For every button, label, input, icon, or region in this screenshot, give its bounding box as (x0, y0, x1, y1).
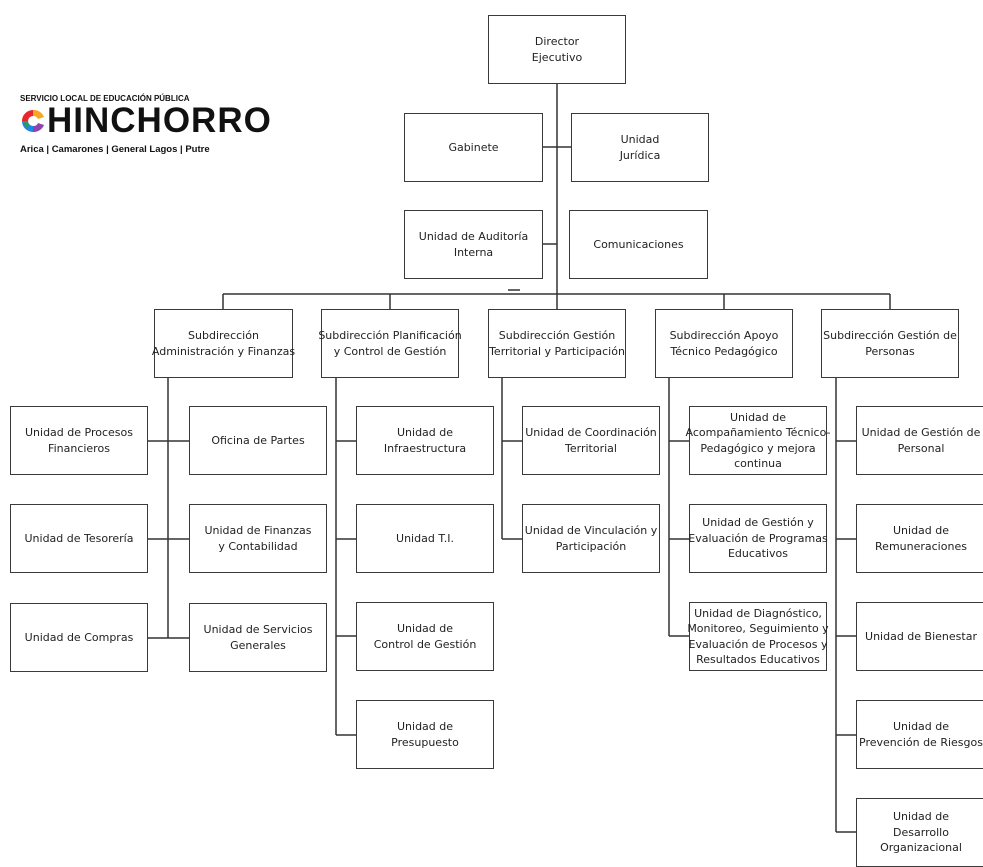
unidad-diagnostico-monitoreo-box: Unidad de Diagnóstico, Monitoreo, Seguimi… (687, 602, 829, 671)
box-label-line: Remuneraciones (875, 539, 967, 553)
box-label-line: Monitoreo, Seguimiento y (687, 622, 829, 636)
box-label-line: Unidad de Gestión y (702, 516, 814, 530)
box-label-line: Personal (897, 441, 945, 455)
box-label-line: Territorial (565, 441, 617, 455)
box-label-line: Unidad de (729, 410, 787, 424)
box-label-line: Acompañamiento Técnico- (685, 426, 831, 440)
box-label-line: Director (534, 35, 580, 49)
box-label-line: Unidad de Finanzas (204, 524, 312, 538)
box-label-line: y Contabilidad (218, 539, 298, 553)
box-label-line: Presupuesto (391, 735, 459, 749)
box-label-line: Resultados Educativos (696, 652, 820, 666)
logo: SERVICIO LOCAL DE EDUCACIÓN PÚBLICA HINC… (20, 92, 320, 162)
unidad-bienestar-box: Unidad de Bienestar (856, 602, 983, 671)
box-label-line: Personas (865, 344, 915, 358)
box-label-line: y Control de Gestión (333, 344, 447, 358)
box-label-line: Educativos (727, 547, 789, 561)
logo-subtitle: Arica | Camarones | General Lagos | Putr… (20, 144, 210, 155)
box-label-line: Unidad de Compras (24, 630, 134, 644)
box-label-line: Unidad de (396, 720, 454, 734)
comunicaciones-box: Comunicaciones (569, 210, 708, 279)
box-label-line: Unidad de (892, 720, 950, 734)
box-label-line: Participación (555, 539, 627, 553)
logo-tagline: SERVICIO LOCAL DE EDUCACIÓN PÚBLICA (20, 94, 190, 103)
unidad-compras-box: Unidad de Compras (10, 603, 148, 672)
box-label-line: Unidad de Auditoría (418, 230, 529, 244)
box-label-line: Generales (230, 638, 286, 652)
box-label-line: Territorial y Participación (489, 344, 625, 358)
box-label-line: Prevención de Riesgos (859, 735, 983, 749)
box-label-line: Unidad T.I. (396, 531, 454, 545)
box-label-line: Ejecutivo (531, 50, 583, 64)
box-label-line: Jurídica (619, 148, 661, 162)
box-label-line: Unidad de Coordinación (525, 426, 657, 440)
box-label-line: Unidad de Diagnóstico, (694, 606, 822, 620)
box-label-line: Unidad (620, 133, 660, 147)
unidad-acompanamiento-tecnico-box: Unidad de Acompañamiento Técnico-Pedagógi… (686, 406, 830, 475)
box-label-line: Administración y Finanzas (151, 344, 296, 358)
box-label-line: Unidad de Vinculación y (524, 524, 658, 538)
logo-wordmark: HINCHORRO (47, 101, 272, 140)
gabinete-box: Gabinete (404, 113, 543, 182)
box-label-line: Comunicaciones (593, 237, 684, 251)
box-label-line: Interna (453, 245, 494, 259)
box-label-line: continua (734, 456, 782, 470)
multicolor-c-letter-icon (22, 109, 44, 133)
box-label-line: Subdirección Planificación (318, 329, 462, 343)
box-label-line: Infraestructura (383, 441, 467, 455)
box-label-line: Técnico Pedagógico (670, 344, 778, 358)
box-label-line: Subdirección Gestión (498, 329, 616, 343)
oficina-partes-box: Oficina de Partes (189, 406, 327, 475)
logo-brand: HINCHORRO (20, 101, 272, 140)
box-label-line: Subdirección Apoyo (669, 329, 779, 343)
box-label-line: Unidad de Servicios (203, 623, 313, 637)
unidad-tesoreria-box: Unidad de Tesorería (10, 504, 148, 573)
box-label-line: Unidad de (396, 622, 454, 636)
box-label-line: Unidad de Procesos (25, 426, 133, 440)
box-label-line: Financieros (48, 441, 110, 455)
box-label-line: Unidad de Tesorería (24, 531, 134, 545)
unidad-ti-box: Unidad T.I. (356, 504, 494, 573)
box-label-line: Evaluación de Procesos y (688, 637, 828, 651)
box-label-line: Pedagógico y mejora (700, 441, 816, 455)
box-label-line: Desarrollo (893, 825, 949, 839)
box-label-line: Subdirección Gestión de (823, 329, 957, 343)
box-label-line: Control de Gestión (373, 637, 477, 651)
box-label-line: Oficina de Partes (211, 433, 305, 447)
box-label-line: Organizacional (880, 841, 962, 855)
box-label-line: Unidad de (892, 810, 950, 824)
box-label-line: Subdirección (188, 329, 259, 343)
box-label-line: Evaluación de Programas (688, 531, 828, 545)
box-label-line: Unidad de Gestión de (861, 426, 981, 440)
box-label-line: Gabinete (448, 140, 499, 154)
box-label-line: Unidad de (396, 426, 454, 440)
box-label-line: Unidad de Bienestar (865, 629, 977, 643)
box-label-line: Unidad de (892, 524, 950, 538)
